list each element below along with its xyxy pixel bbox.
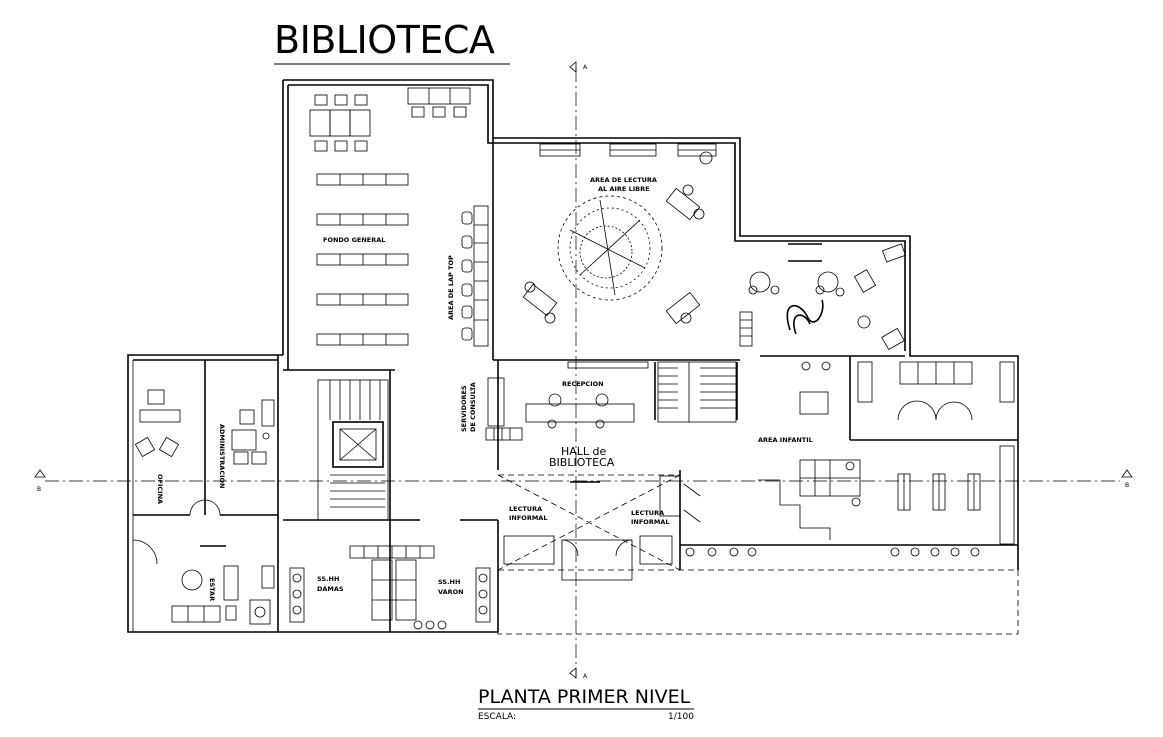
room-label-sshh-damas-2: DAMAS [317, 585, 344, 593]
room-label-sshh-varon-2: VARON [438, 588, 464, 596]
laptop-carrels [461, 205, 489, 347]
children-area-furniture [685, 361, 1015, 557]
center-staircase [657, 361, 737, 423]
room-label-servidores-1: SERVIDORES [460, 385, 468, 432]
room-label-hall-1: HALL de [561, 445, 607, 458]
main-staircase [317, 379, 389, 521]
axis-a-bottom-label: A [583, 673, 588, 680]
scale-label: ESCALA: [478, 712, 516, 722]
tree-canopy [557, 195, 663, 301]
room-label-lectura-inf-l2: INFORMAL [509, 514, 547, 522]
room-label-lectura-inf-r2: INFORMAL [631, 518, 669, 526]
book-shelves [316, 173, 409, 346]
room-label-servidores-2: DE CONSULTA [469, 382, 477, 432]
right-restrooms [857, 361, 1015, 421]
room-label-oficina: OFICINA [156, 474, 164, 504]
room-label-estar: ESTAR [208, 578, 216, 601]
section-axis-b: B B [34, 469, 1133, 493]
room-label-lectura-inf-l1: LECTURA [509, 505, 542, 513]
section-axis-a: A A [569, 61, 588, 680]
room-label-recepcion: RECEPCION [562, 380, 604, 388]
room-label-lectura-aire-2: AL AIRE LIBRE [598, 185, 650, 193]
room-label-administracion: ADMINISTRACION [218, 424, 226, 488]
room-label-sshh-damas-1: SS.HH [317, 575, 339, 583]
lounge-estar-furniture [132, 539, 275, 625]
room-label-laptop: AREA DE LAP TOP [447, 255, 455, 320]
reading-tables [309, 87, 471, 152]
room-label-hall-2: BIBLIOTECA [549, 456, 615, 469]
reception-desk [485, 377, 635, 441]
bottom-restrooms [289, 545, 491, 630]
room-label-lectura-aire-1: AREA DE LECTURA [590, 176, 657, 184]
drawing-title: BIBLIOTECA [274, 18, 495, 62]
room-label-fondo-general: FONDO GENERAL [323, 236, 385, 244]
room-label-sshh-varon-1: SS.HH [438, 578, 460, 586]
axis-a-top-label: A [583, 64, 588, 71]
axis-b-right-label: B [1125, 482, 1129, 489]
room-label-lectura-inf-r1: LECTURA [631, 509, 664, 517]
exterior-walls [127, 79, 1019, 635]
outdoor-tables [522, 151, 713, 325]
top-windows [539, 143, 717, 369]
lounge-furniture [739, 243, 906, 351]
room-label-area-infantil: AREA INFANTIL [758, 436, 813, 444]
axis-b-left-label: B [37, 486, 41, 493]
hall-entrance [497, 474, 701, 581]
scale-value: 1/100 [668, 712, 694, 722]
office-furniture [134, 389, 275, 516]
plan-title: PLANTA PRIMER NIVEL [478, 686, 691, 708]
